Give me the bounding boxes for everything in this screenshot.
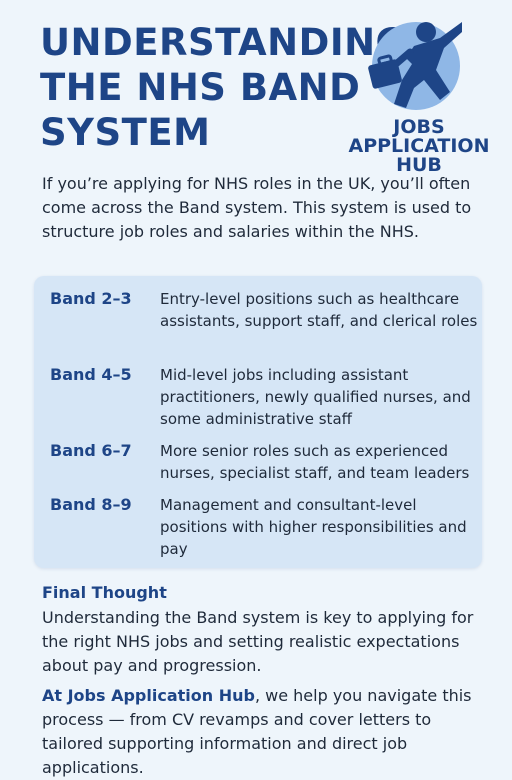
jobs-application-hub-logo: JOBS APPLICATION HUB bbox=[344, 14, 494, 175]
cta-text: , we help you navigate this process — fr… bbox=[42, 686, 472, 777]
band-label: Band 8–9 bbox=[50, 495, 132, 514]
band-label: Band 6–7 bbox=[50, 441, 132, 460]
call-to-action: At Jobs Application Hub, we help you nav… bbox=[42, 684, 482, 780]
logo-text: JOBS APPLICATION HUB bbox=[344, 118, 494, 175]
final-thought-heading: Final Thought bbox=[42, 583, 167, 602]
logo-text-line: APPLICATION bbox=[348, 135, 490, 157]
band-label: Band 2–3 bbox=[50, 289, 132, 308]
title-line: UNDERSTANDING bbox=[40, 21, 407, 64]
final-thought-body: Understanding the Band system is key to … bbox=[42, 608, 474, 675]
logo-text-line: HUB bbox=[396, 154, 442, 176]
band-label: Band 4–5 bbox=[50, 365, 132, 384]
person-with-briefcase-icon bbox=[368, 22, 462, 110]
title-line: THE NHS BAND bbox=[40, 66, 361, 109]
band-description: More senior roles such as experienced nu… bbox=[160, 442, 470, 482]
page-title: UNDERSTANDING THE NHS BAND SYSTEM bbox=[40, 20, 407, 155]
title-line: SYSTEM bbox=[40, 111, 211, 154]
band-description: Entry-level positions such as healthcare… bbox=[160, 290, 478, 330]
band-table: Band 2–3 Entry-level positions such as h… bbox=[34, 276, 482, 568]
logo-text-line: JOBS bbox=[393, 116, 445, 138]
intro-paragraph: If you’re applying for NHS roles in the … bbox=[42, 174, 472, 241]
band-description: Management and consultant-level position… bbox=[160, 496, 467, 558]
cta-brand: At Jobs Application Hub bbox=[42, 686, 255, 705]
band-description: Mid-level jobs including assistant pract… bbox=[160, 366, 471, 428]
